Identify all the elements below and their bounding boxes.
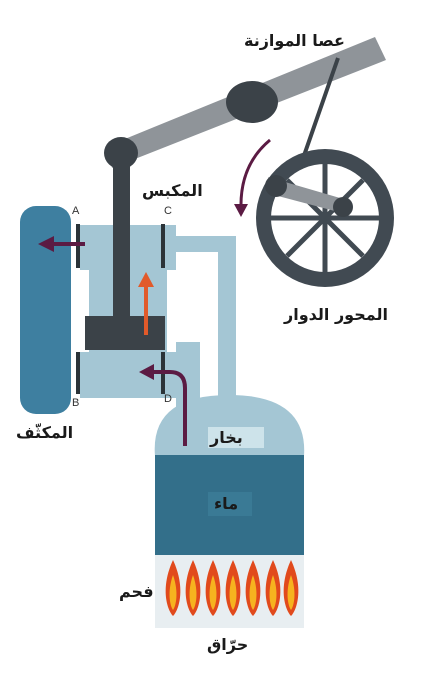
label-steam: بخار (210, 428, 243, 447)
label-piston: المكبس (142, 181, 203, 200)
label-coal: فحم (119, 582, 154, 601)
valve-label-c: C (164, 205, 172, 217)
steam-inlet-arrow (152, 370, 187, 446)
flywheel (256, 149, 394, 287)
rotation-arrow (239, 138, 271, 209)
valve-label-d: D (164, 393, 172, 405)
burner-flames (165, 560, 299, 616)
label-burner: حرّاق (207, 635, 249, 654)
label-balance-beam: عصا الموازنة (244, 31, 345, 50)
piston (85, 316, 165, 350)
condenser-tank (20, 206, 71, 414)
valve-label-b: B (72, 397, 80, 409)
valve-label-a: A (72, 205, 80, 217)
label-water: ماء (214, 494, 239, 513)
label-rotating-axle: المحور الدوار (284, 305, 388, 324)
label-condenser: المكثّف (16, 423, 74, 442)
piston-rod (113, 155, 130, 320)
